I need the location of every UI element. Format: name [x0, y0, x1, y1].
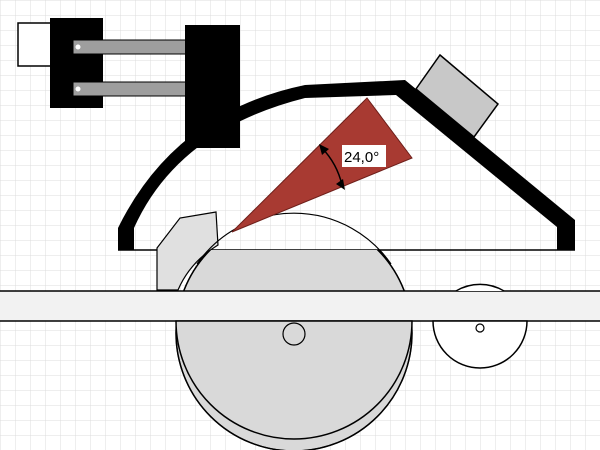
saw-housing [118, 80, 575, 250]
angle-label: 24,0° [344, 149, 379, 166]
rear-wheel-axle [475, 323, 485, 333]
blade-guard [156, 211, 219, 291]
saw-blade-lower [175, 320, 413, 440]
angle-arrow-bottom [336, 179, 345, 190]
saw-blade-upper-arc [196, 212, 392, 265]
workpiece-plank [0, 290, 600, 322]
upper-lever-pivot-left [75, 44, 81, 50]
angle-wedge [231, 97, 413, 233]
angle-arrow-top [319, 144, 329, 155]
rear-wheel-upper [455, 283, 505, 292]
rear-wheel-lower [432, 320, 528, 369]
blade-hub [282, 322, 306, 346]
lower-lever-pivot-left [75, 86, 81, 92]
angle-label-box [342, 145, 386, 167]
handle-end-block [17, 22, 55, 67]
